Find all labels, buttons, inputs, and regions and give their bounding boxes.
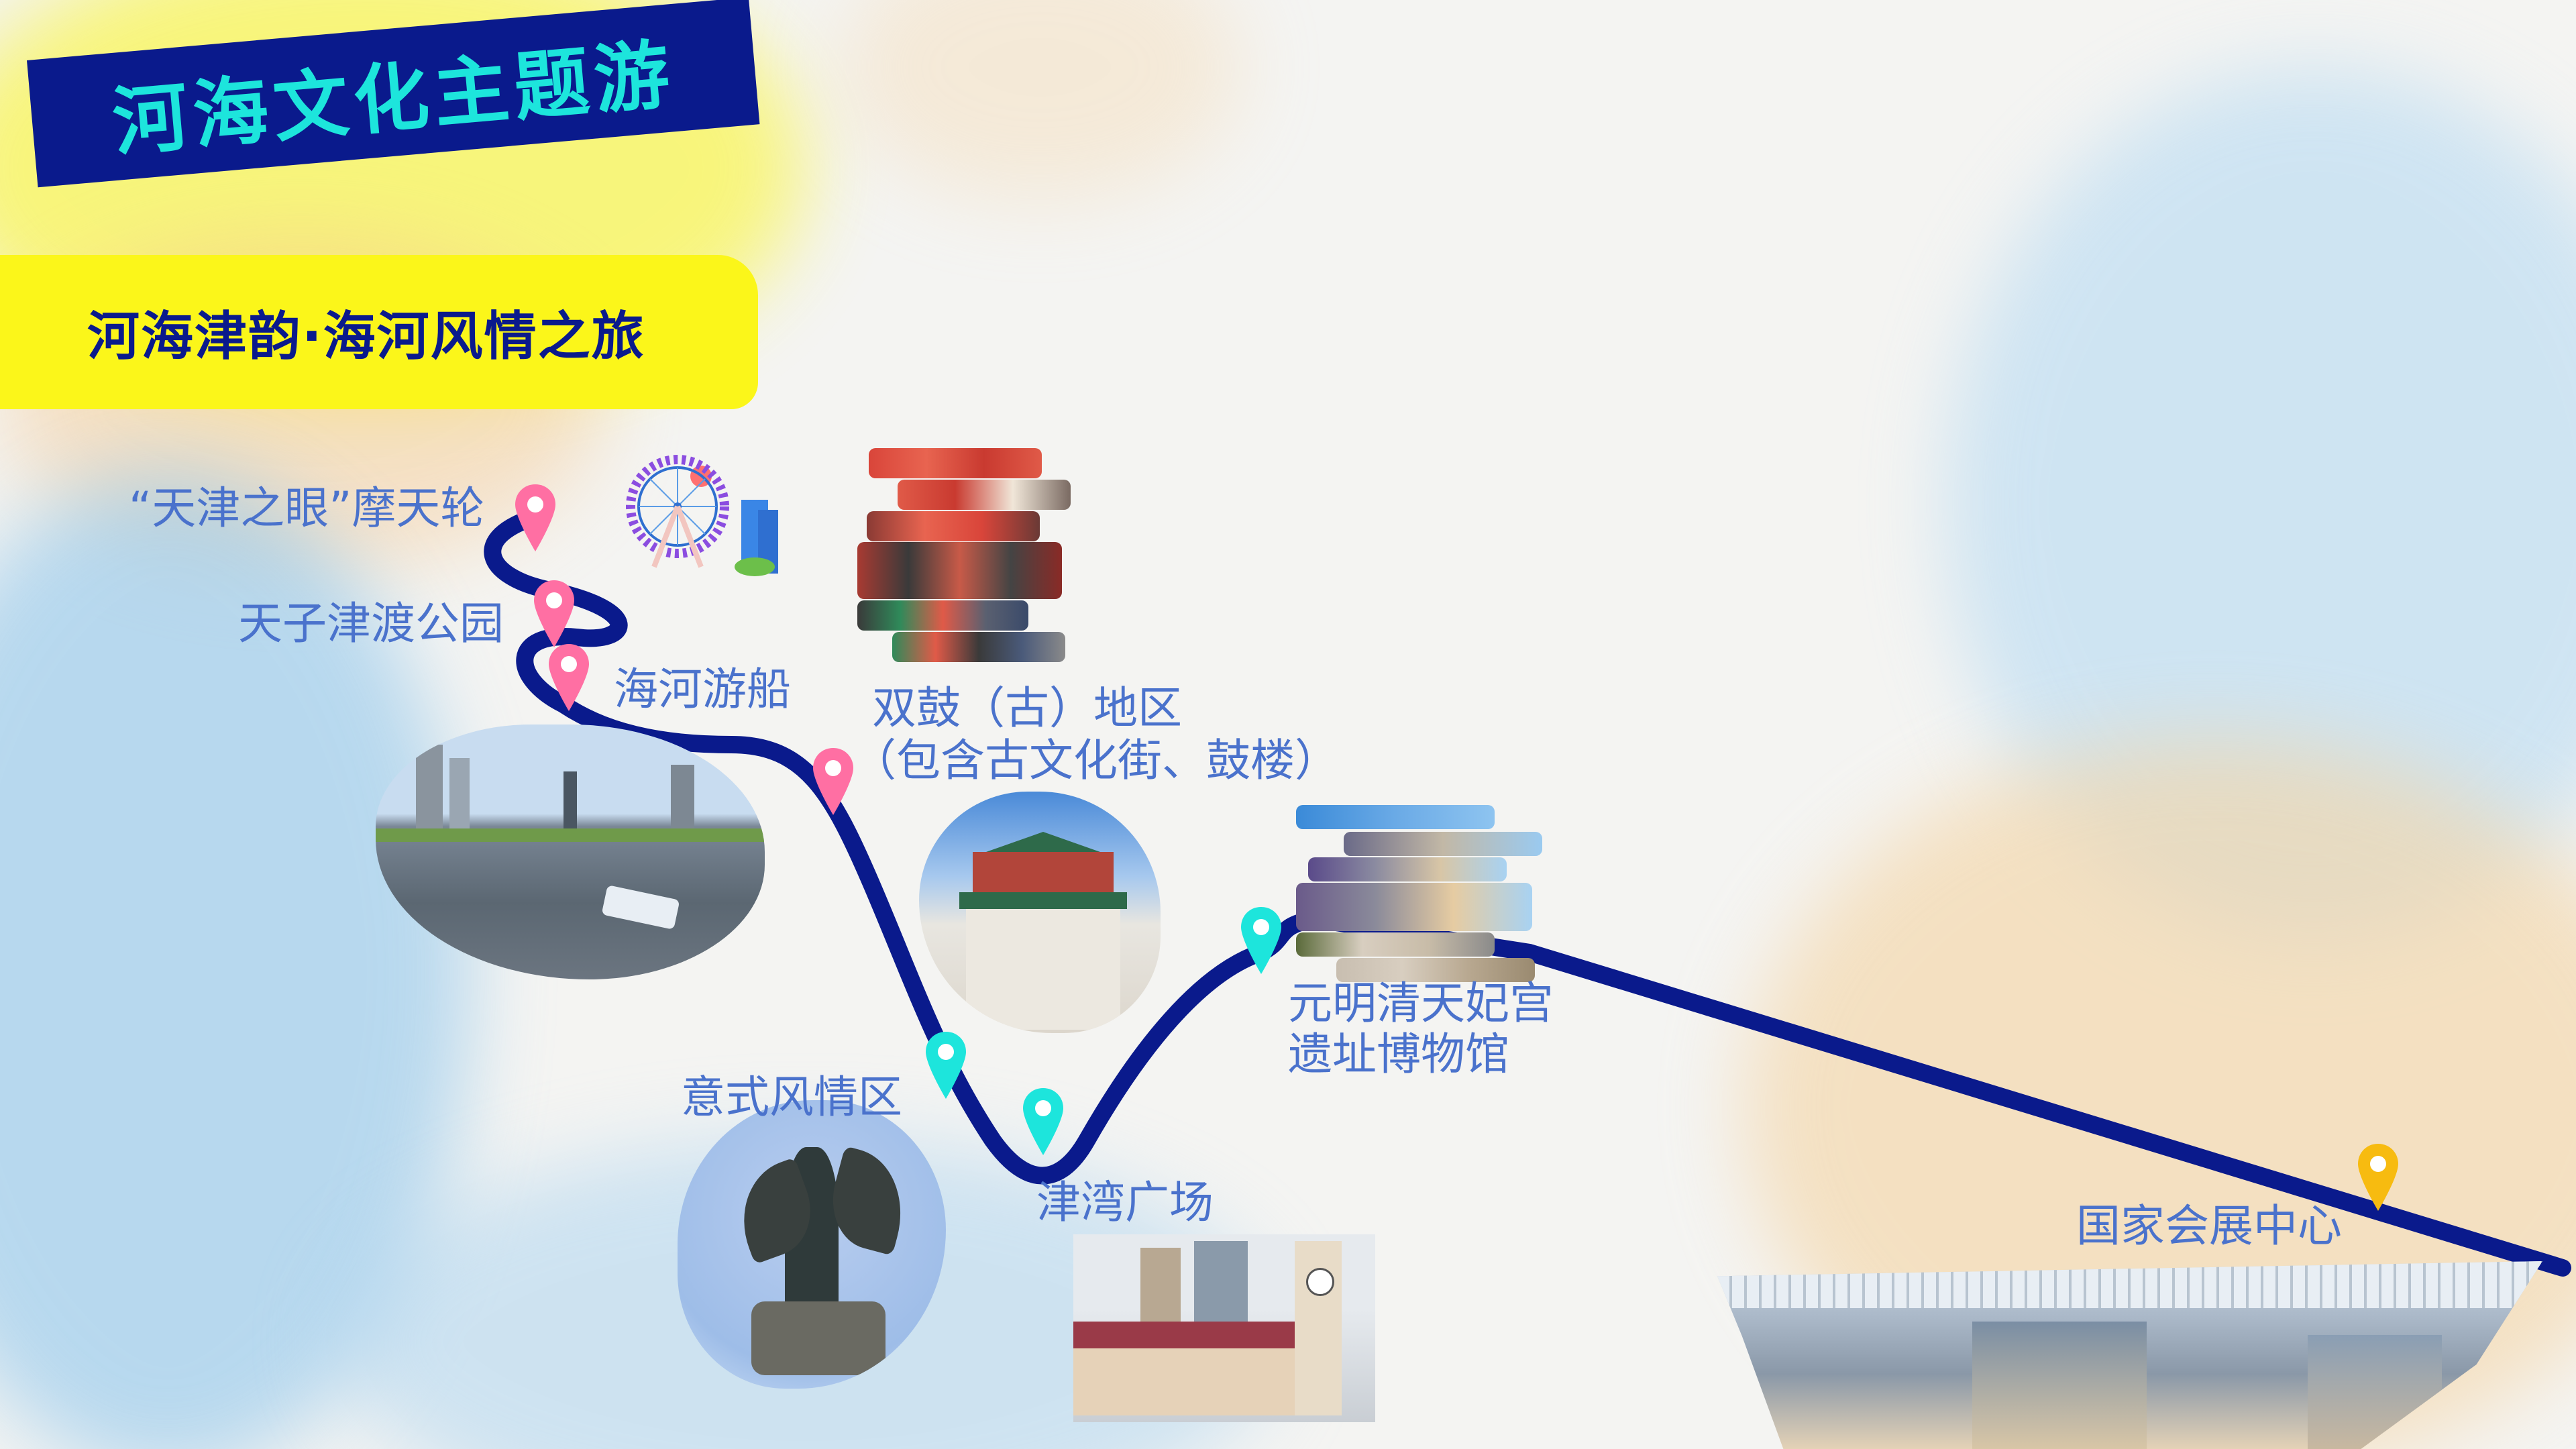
pin-italian-quarter-icon[interactable] (926, 1032, 966, 1099)
stop-label-tianfei-museum-line2: 遗址博物馆 (1288, 1028, 1509, 1080)
river-cruise-photo (376, 724, 765, 979)
stop-label-tianfei-museum-line1: 元明清天妃宫 (1288, 977, 1554, 1029)
stop-label-tianzi-park[interactable]: 天子津渡公园 (238, 598, 504, 649)
pin-jinwan-plaza-icon[interactable] (1023, 1088, 1063, 1155)
drum-tower-photo (919, 792, 1161, 1033)
pin-river-cruise-icon[interactable] (549, 644, 589, 711)
stop-label-jinwan-plaza[interactable]: 津湾广场 (1036, 1177, 1214, 1228)
stop-label-tianfei-museum[interactable]: 元明清天妃宫 遗址博物馆 (1288, 978, 1554, 1080)
pin-culture-street-icon[interactable] (813, 748, 853, 815)
pin-exhibition-center-icon[interactable] (2358, 1144, 2398, 1211)
page-subtitle: 河海津韵·海河风情之旅 (87, 307, 645, 367)
stop-label-exhibition-center[interactable]: 国家会展中心 (2076, 1200, 2342, 1252)
stop-label-river-cruise[interactable]: 海河游船 (614, 663, 791, 715)
stop-label-italian-quarter[interactable]: 意式风情区 (681, 1071, 902, 1123)
pin-ferris-wheel-icon[interactable] (515, 484, 555, 551)
stop-label-culture-street[interactable]: 双鼓（古）地区 （包含古文化街、鼓楼） (852, 682, 1339, 786)
subtitle-banner: 河海津韵·海河风情之旅 (0, 255, 758, 409)
ferris-wheel-illustration (590, 429, 792, 577)
stop-label-culture-street-line2: （包含古文化街、鼓楼） (852, 734, 1339, 786)
stop-label-ferris-wheel[interactable]: “天津之眼”摩天轮 (129, 482, 485, 534)
jinwan-plaza-photo (1073, 1234, 1375, 1422)
angel-statue-photo (678, 1100, 946, 1389)
stop-label-culture-street-line1: 双鼓（古）地区 (872, 682, 1182, 734)
pin-tianfei-museum-icon[interactable] (1241, 907, 1281, 974)
pin-tianzi-park-icon[interactable] (534, 580, 574, 647)
